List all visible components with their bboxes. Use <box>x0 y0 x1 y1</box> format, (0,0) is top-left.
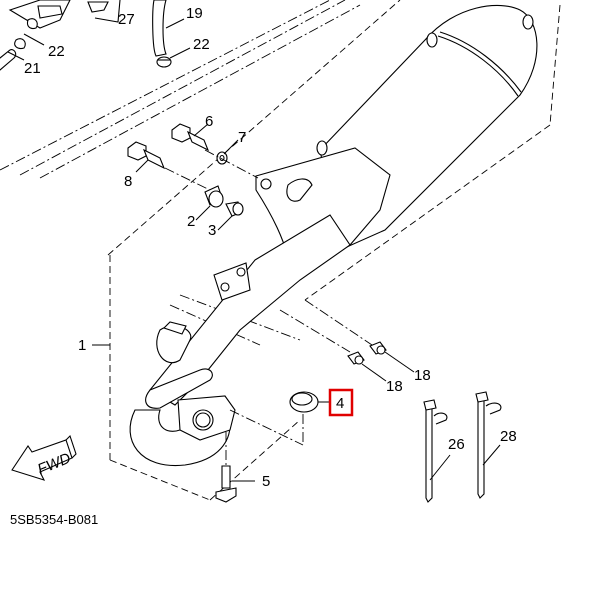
spacer-3 <box>225 201 244 217</box>
fwd-direction-arrow: FWD <box>11 434 77 481</box>
callout-1: 1 <box>78 337 86 354</box>
washer-7 <box>216 151 228 165</box>
bolt-8 <box>127 141 166 170</box>
callout-2: 2 <box>187 213 195 230</box>
callout-22-right: 22 <box>193 36 210 53</box>
callout-5: 5 <box>262 473 270 490</box>
callout-28: 28 <box>500 428 517 445</box>
collar-2 <box>204 185 224 208</box>
gasket-4 <box>289 391 319 413</box>
exhaust-pipe <box>129 214 351 467</box>
hose-assembly-top-left <box>0 0 109 71</box>
callout-22-left: 22 <box>48 43 65 60</box>
callout-3: 3 <box>208 222 216 239</box>
highlight-box-part-4 <box>328 388 354 417</box>
callout-6: 6 <box>205 113 213 130</box>
callout-4[interactable]: 4 <box>336 395 344 412</box>
cable-tie-26 <box>423 399 448 503</box>
callout-27: 27 <box>118 11 135 28</box>
callout-18-upper: 18 <box>414 367 431 384</box>
bolt-18-lower <box>347 351 365 365</box>
bolt-5 <box>215 465 237 503</box>
callout-26: 26 <box>448 436 465 453</box>
callout-19: 19 <box>186 5 203 22</box>
cable-tie-28 <box>475 391 502 499</box>
bolt-6 <box>171 123 210 152</box>
callout-21: 21 <box>24 60 41 77</box>
hose-pipe-19 <box>152 0 167 57</box>
clamp-22-top <box>156 56 172 68</box>
diagram-code: 5SB5354-B081 <box>10 512 98 527</box>
bolt-18-upper <box>369 341 387 355</box>
callout-8: 8 <box>124 173 132 190</box>
callout-7: 7 <box>238 129 246 146</box>
callout-18-lower: 18 <box>386 378 403 395</box>
muffler-bracket <box>255 147 391 267</box>
